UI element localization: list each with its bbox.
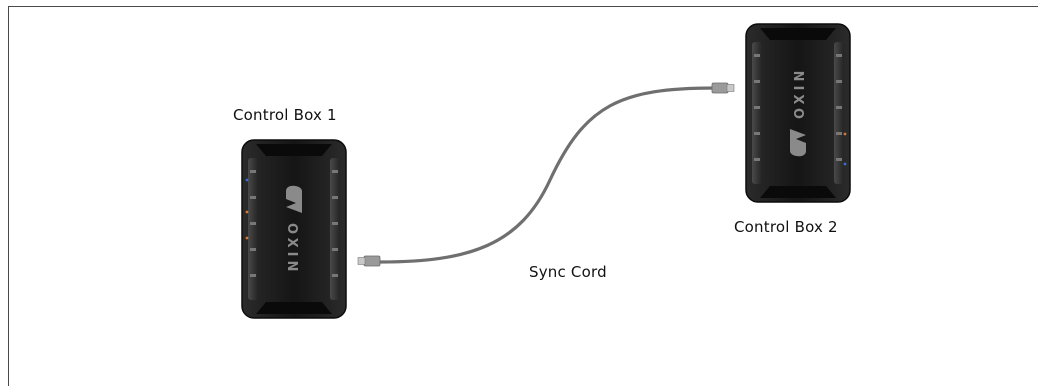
control-box-2-device: OXIN <box>745 23 851 203</box>
diagram-frame <box>8 6 1038 386</box>
oxin-logo-icon: OXIN <box>790 67 808 157</box>
sync-cord <box>357 82 735 267</box>
oxin-logo-icon: OXIN <box>284 185 302 275</box>
control-box-1-label: Control Box 1 <box>233 106 337 124</box>
control-box-1-device: OXIN <box>241 139 347 319</box>
sync-cord-label: Sync Cord <box>529 263 607 281</box>
device-brand-text: OXIN <box>284 223 299 275</box>
device-brand-text: OXIN <box>793 67 808 119</box>
control-box-2-label: Control Box 2 <box>734 218 838 236</box>
cord-plug-right <box>711 82 735 94</box>
cord-plug-left <box>357 255 381 267</box>
